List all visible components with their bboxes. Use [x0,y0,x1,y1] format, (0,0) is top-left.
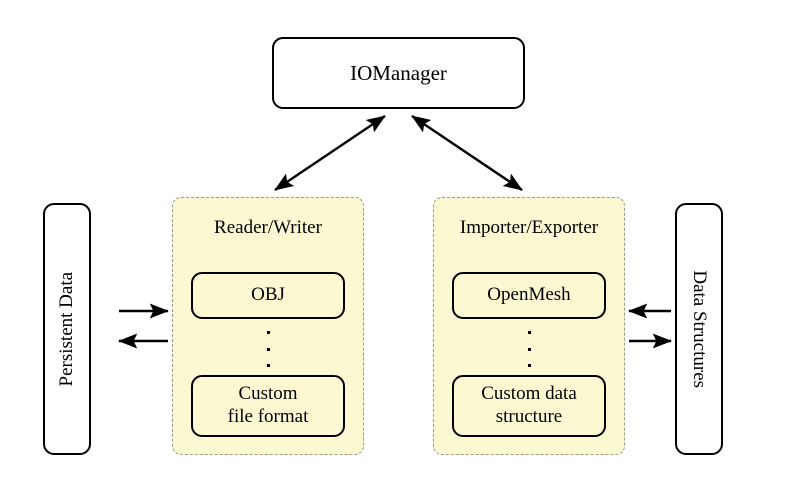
ellipsis-dot [266,331,270,334]
node-custom-data-structure-label: Custom data structure [481,383,577,429]
node-obj-label: OBJ [251,284,285,306]
node-data-structures-label: Data Structures [689,270,711,388]
node-custom-file-format-label: Custom file format [228,383,309,429]
ellipsis-dot [266,364,270,367]
ellipsis-dot [266,347,270,351]
node-persistent-data-label: Persistent Data [55,271,77,387]
vertical-ellipsis-icon-importer-exporter [434,331,624,367]
ellipsis-dot [527,364,531,367]
node-iomanager-label: IOManager [350,60,447,85]
group-importer-exporter-title: Importer/Exporter [459,217,599,238]
arrow-manager-to-importer-exporter [411,115,523,191]
node-data-structures[interactable]: Data Structures [675,203,723,455]
vertical-ellipsis-icon-reader-writer [173,331,363,367]
group-importer-exporter[interactable]: Importer/Exporter OpenMesh Custom data s… [433,197,625,455]
group-reader-writer[interactable]: Reader/Writer OBJ Custom file format [172,197,364,455]
node-persistent-data[interactable]: Persistent Data [43,203,91,455]
node-custom-file-format-line2: file format [227,406,309,427]
arrow-manager-to-reader-writer [274,115,386,191]
node-openmesh-label: OpenMesh [487,284,571,306]
ellipsis-dot [527,331,531,334]
node-custom-data-structure-line2: structure [495,406,563,427]
node-openmesh[interactable]: OpenMesh [452,272,606,319]
node-custom-file-format[interactable]: Custom file format [191,375,345,437]
ellipsis-dot [527,347,531,351]
node-iomanager[interactable]: IOManager [272,37,525,109]
group-reader-writer-title: Reader/Writer [214,217,322,238]
node-custom-data-structure[interactable]: Custom data structure [452,375,606,437]
node-custom-data-structure-line1: Custom data [481,383,577,405]
node-obj[interactable]: OBJ [191,272,345,319]
node-custom-file-format-line1: Custom [238,383,298,405]
